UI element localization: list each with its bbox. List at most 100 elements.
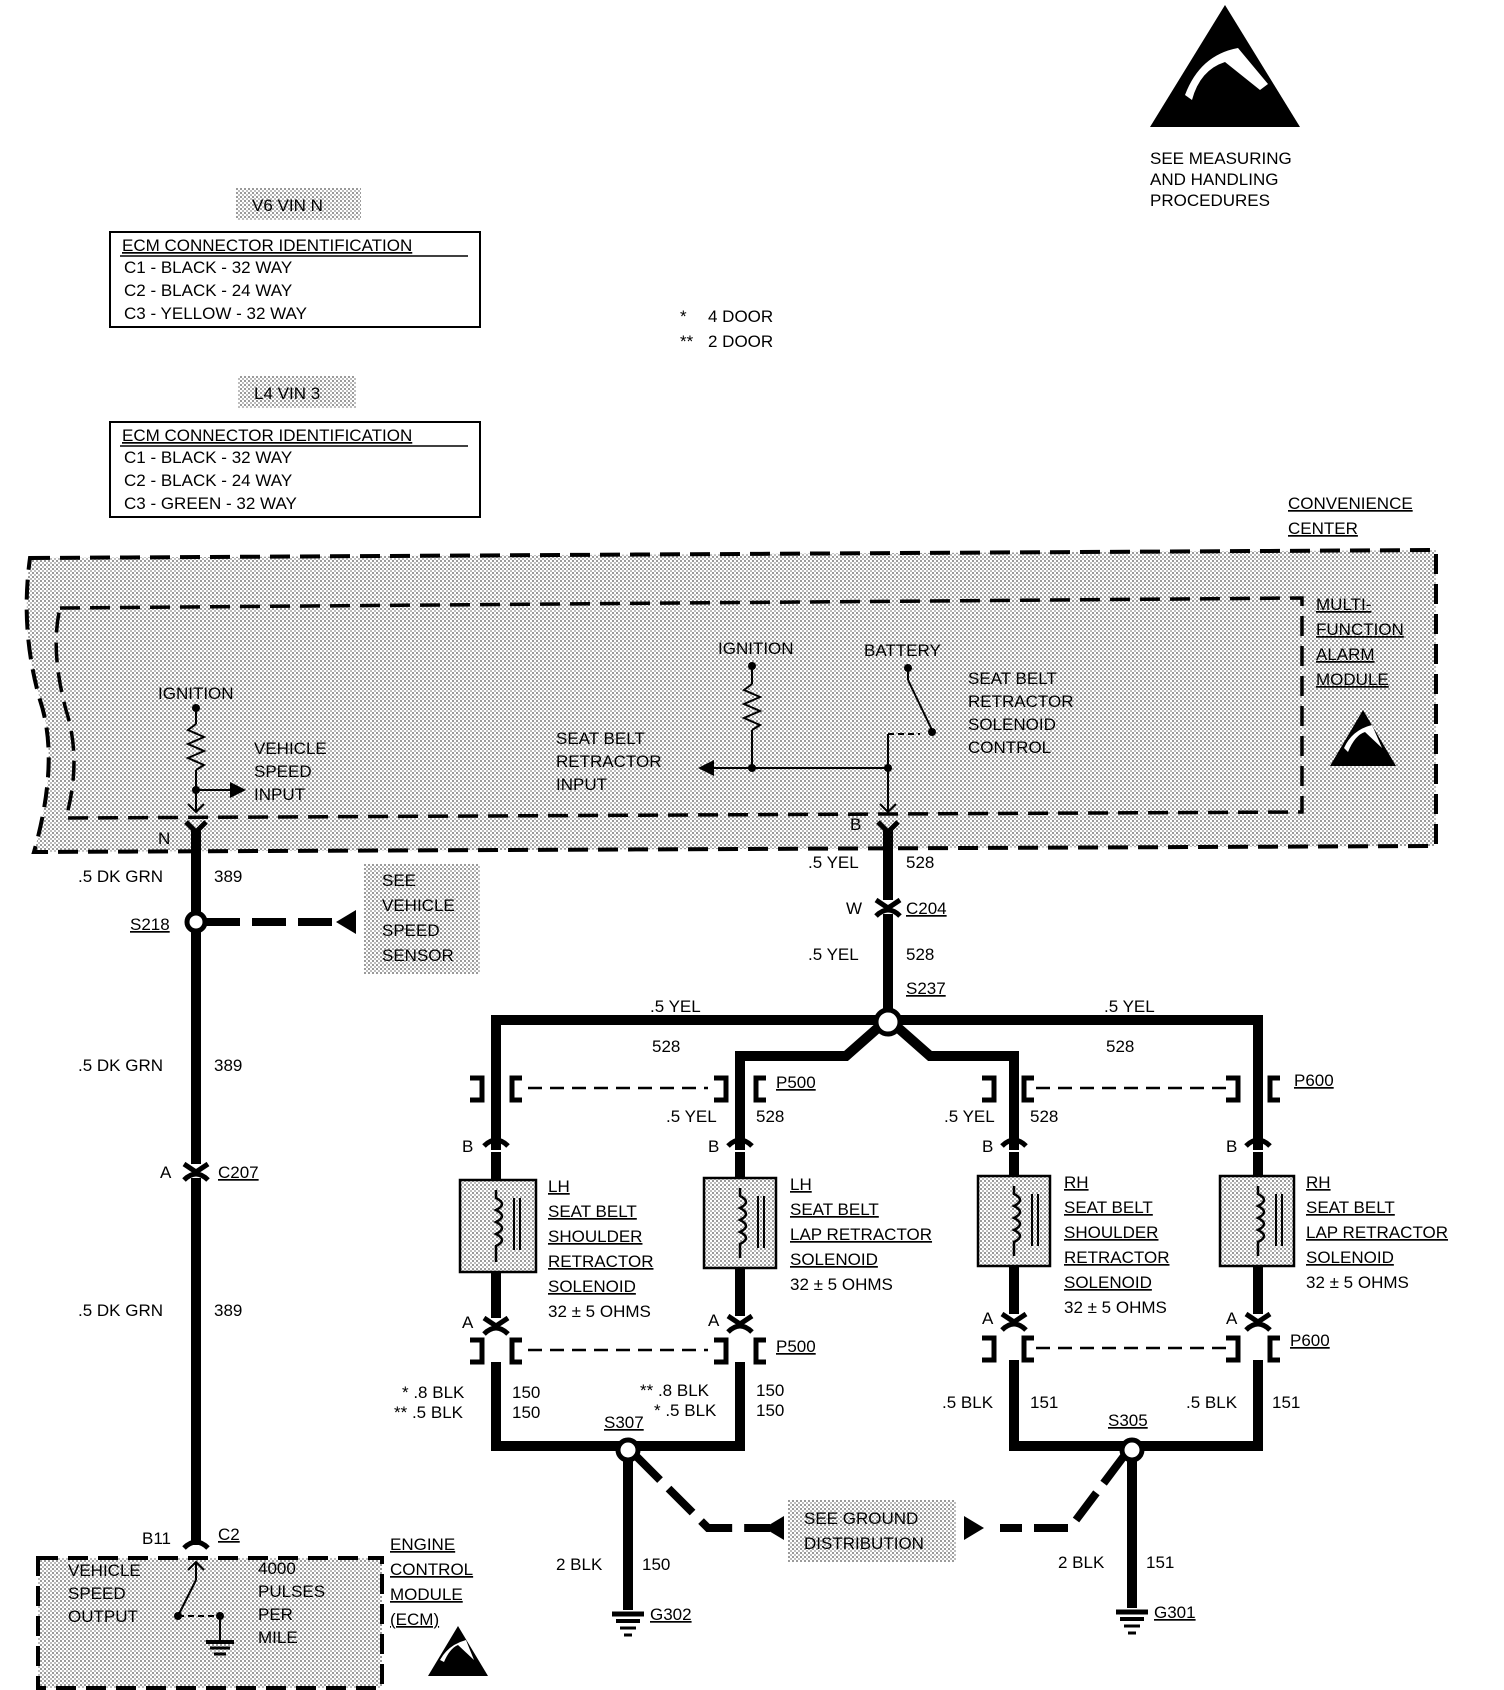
wire-label: .5 YEL <box>808 853 859 872</box>
ignition-mid-label: IGNITION <box>718 639 794 658</box>
vsi-label: VEHICLE <box>254 739 327 758</box>
lh-shoulder-label: SHOULDER <box>548 1227 642 1246</box>
v6-row: C2 - BLACK - 24 WAY <box>124 281 292 300</box>
wire-label: .5 DK GRN <box>78 1056 163 1075</box>
ecm-name-label: MODULE <box>390 1585 463 1604</box>
wire-label: .5 YEL <box>944 1107 995 1126</box>
circuit-number: 150 <box>756 1381 784 1400</box>
pulses-label: MILE <box>258 1628 298 1647</box>
circuit-number: 389 <box>214 1056 242 1075</box>
l4-row: C3 - GREEN - 32 WAY <box>124 494 297 513</box>
pin-b11-label: B11 <box>142 1529 171 1548</box>
circuit-number: 151 <box>1272 1393 1300 1412</box>
circuit-number: 150 <box>512 1403 540 1422</box>
ground-g301-label: G301 <box>1154 1603 1196 1622</box>
ecm-connector-table-l4: L4 VIN 3 ECM CONNECTOR IDENTIFICATION C1… <box>109 376 481 518</box>
pin-a-label: A <box>1226 1309 1238 1328</box>
connector-p600-top <box>982 1075 1280 1103</box>
convenience-label-2: CENTER <box>1288 519 1358 538</box>
rh-lap-label: SEAT BELT <box>1306 1198 1395 1217</box>
wire-label: ** .5 BLK <box>394 1403 464 1422</box>
v6-table-title: ECM CONNECTOR IDENTIFICATION <box>122 236 412 255</box>
circuit-number: 150 <box>642 1555 670 1574</box>
rh-shoulder-label: RETRACTOR <box>1064 1248 1169 1267</box>
connector-p500-top <box>470 1075 766 1103</box>
vso-label: VEHICLE <box>68 1561 141 1580</box>
sbr-control-label: SEAT BELT <box>968 669 1057 688</box>
rh-shoulder-solenoid-icon <box>976 1174 1052 1268</box>
connector-c204-label: C204 <box>906 899 947 918</box>
wire-label: .5 YEL <box>650 997 701 1016</box>
lh-lap-label: SEAT BELT <box>790 1200 879 1219</box>
circuit-number: 528 <box>1106 1037 1134 1056</box>
vso-switch <box>177 1560 234 1656</box>
battery-label: BATTERY <box>864 641 941 660</box>
ecm-name-label: CONTROL <box>390 1560 473 1579</box>
connector-p600-label: P600 <box>1294 1071 1334 1090</box>
wire-label: .5 YEL <box>666 1107 717 1126</box>
wire-label: .5 DK GRN <box>78 867 163 886</box>
wire-label: ** .8 BLK <box>640 1381 710 1400</box>
lh-shoulder-label: SEAT BELT <box>548 1202 637 1221</box>
pin-w-label: W <box>846 899 862 918</box>
vso-label: OUTPUT <box>68 1607 138 1626</box>
ground-symbol-icon <box>612 1611 644 1637</box>
circuit-number: 150 <box>512 1383 540 1402</box>
pin-a-label: A <box>708 1311 720 1330</box>
alarm-module-outline <box>54 596 1304 820</box>
l4-variant-label: L4 VIN 3 <box>254 384 320 403</box>
rh-lap-label: RH <box>1306 1173 1331 1192</box>
pulses-label: 4000 <box>258 1559 296 1578</box>
vss-ref-label: SENSOR <box>382 946 454 965</box>
connector-c2-label: C2 <box>218 1525 240 1544</box>
wire-528 <box>876 820 900 1020</box>
rh-shoulder-label: SEAT BELT <box>1064 1198 1153 1217</box>
sbr-input-label: SEAT BELT <box>556 729 645 748</box>
wire-label: 2 BLK <box>1058 1553 1105 1572</box>
wire-528-bus <box>491 1015 1263 1150</box>
splice-s307: S307 <box>604 1413 644 1432</box>
circuit-number: 528 <box>652 1037 680 1056</box>
ground-ref-label: SEE GROUND <box>804 1509 918 1528</box>
lh-shoulder-label: SOLENOID <box>548 1277 636 1296</box>
wire-label: .5 BLK <box>942 1393 994 1412</box>
two-door-label: 2 DOOR <box>708 332 773 351</box>
wire-389 <box>184 820 208 1545</box>
lh-shoulder-label: LH <box>548 1177 570 1196</box>
lh-lap-solenoid-icon <box>702 1176 778 1270</box>
circuit-number: 389 <box>214 867 242 886</box>
v6-row: C3 - YELLOW - 32 WAY <box>124 304 307 323</box>
wire-label: .5 BLK <box>1186 1393 1238 1412</box>
lh-lap-resistance: 32 ± 5 OHMS <box>790 1275 893 1294</box>
lh-shoulder-label: RETRACTOR <box>548 1252 653 1271</box>
mfam-label: MULTI- <box>1316 595 1371 614</box>
wire-label: * .5 BLK <box>654 1401 717 1420</box>
sbr-control-label: SOLENOID <box>968 715 1056 734</box>
connector-c207 <box>182 1161 210 1182</box>
lh-shoulder-solenoid-icon <box>458 1178 538 1274</box>
l4-table-title: ECM CONNECTOR IDENTIFICATION <box>122 426 412 445</box>
pin-b-label: B <box>462 1137 473 1156</box>
vss-ref-label: SPEED <box>382 921 440 940</box>
wire-label: .5 YEL <box>1104 997 1155 1016</box>
circuit-number: 528 <box>756 1107 784 1126</box>
a-pin-connectors <box>482 1311 1272 1336</box>
ground-g302-label: G302 <box>650 1605 692 1624</box>
connector-c207-label: C207 <box>218 1163 259 1182</box>
esd-ecm-icon <box>428 1626 488 1676</box>
pin-b-label: B <box>850 815 861 834</box>
circuit-number: 528 <box>906 853 934 872</box>
sbr-control-label: RETRACTOR <box>968 692 1073 711</box>
rh-lap-solenoid-icon <box>1218 1174 1296 1268</box>
sbr-input-label: INPUT <box>556 775 607 794</box>
pin-a-label: A <box>160 1163 172 1182</box>
circuit-number: 150 <box>756 1401 784 1420</box>
rh-lap-resistance: 32 ± 5 OHMS <box>1306 1273 1409 1292</box>
connector-p500-label: P500 <box>776 1337 816 1356</box>
esd-line-1: SEE MEASURING <box>1150 149 1292 168</box>
mfam-label: MODULE <box>1316 670 1389 689</box>
l4-row: C2 - BLACK - 24 WAY <box>124 471 292 490</box>
rh-shoulder-label: SOLENOID <box>1064 1273 1152 1292</box>
vso-label: SPEED <box>68 1584 126 1603</box>
